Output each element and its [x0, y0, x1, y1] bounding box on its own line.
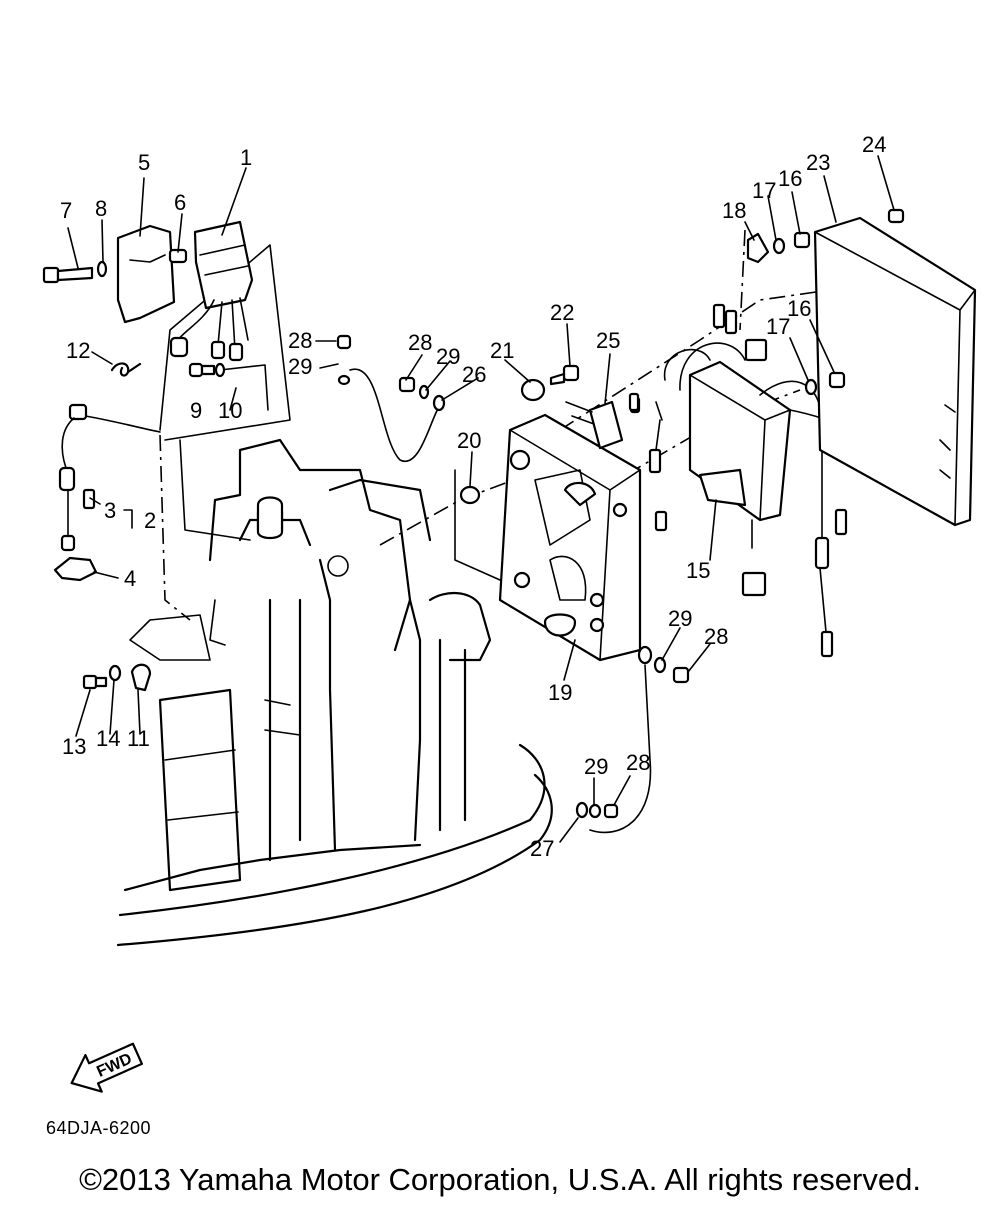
screw-9 — [188, 362, 216, 378]
callout-25: 25 — [596, 328, 620, 353]
fwd-arrow-icon: FWD — [70, 1042, 143, 1093]
callout-9: 9 — [190, 398, 202, 423]
washer-29a — [337, 374, 351, 386]
callout-15: 15 — [686, 558, 710, 583]
callout-11: 11 — [127, 726, 150, 751]
washer-29e — [637, 645, 653, 665]
callout-24: 24 — [862, 132, 886, 157]
callout-17b: 17 — [766, 314, 790, 339]
callout-13: 13 — [62, 734, 86, 759]
grommet-20 — [459, 485, 481, 505]
screw-16a — [793, 231, 811, 249]
callout-18: 18 — [722, 198, 746, 223]
callout-8: 8 — [95, 196, 107, 221]
bolt-7 — [42, 266, 94, 284]
screw-22 — [549, 364, 580, 386]
copyright-notice: ©2013 Yamaha Motor Corporation, U.S.A. A… — [79, 1162, 921, 1197]
holder-4 — [53, 556, 98, 582]
callout-21: 21 — [490, 338, 514, 363]
callout-5: 5 — [138, 150, 150, 175]
callout-28a: 28 — [288, 328, 312, 353]
bolt-28b — [398, 376, 416, 393]
callout-6: 6 — [174, 190, 186, 215]
bolt-28a — [336, 334, 352, 350]
callout-leaders — [67, 155, 895, 843]
nut-21 — [520, 378, 546, 402]
callout-29b: 29 — [436, 344, 460, 369]
washer-17a — [772, 237, 786, 255]
callout-3: 3 — [104, 498, 116, 523]
callout-22: 22 — [550, 300, 574, 325]
bolt-13 — [82, 674, 108, 690]
callout-23: 23 — [806, 150, 830, 175]
callout-20: 20 — [457, 428, 481, 453]
callout-12: 12 — [66, 338, 90, 363]
callout-16b: 16 — [787, 296, 811, 321]
callout-4: 4 — [124, 566, 136, 591]
callout-10: 10 — [218, 398, 242, 423]
washer-8 — [96, 260, 108, 278]
engine-block — [116, 438, 553, 947]
callout-17a: 17 — [752, 178, 776, 203]
callout-26: 26 — [462, 362, 486, 387]
screw-16b — [828, 371, 846, 389]
callout-29c: 29 — [668, 606, 692, 631]
callout-1: 1 — [240, 145, 252, 170]
cover-23 — [813, 216, 977, 527]
callout-7: 7 — [60, 198, 72, 223]
screw-24 — [887, 208, 905, 224]
washer-17b — [804, 378, 818, 396]
base-plate-19 — [498, 413, 642, 662]
callout-2: 2 — [144, 508, 156, 533]
diagram-code: 64DJA-6200 — [46, 1118, 152, 1138]
washer-29c — [653, 656, 667, 674]
washer-26 — [432, 394, 446, 412]
callout-16a: 16 — [778, 166, 802, 191]
callout-29d: 29 — [584, 754, 608, 779]
clamp-11 — [130, 663, 152, 692]
washer-29d — [588, 803, 602, 819]
clip-12 — [110, 362, 142, 377]
callout-28c: 28 — [704, 624, 728, 649]
washer-10 — [214, 362, 226, 378]
clamp-18 — [746, 232, 770, 264]
bolt-28c — [672, 666, 690, 684]
bracket-cover — [116, 224, 176, 324]
callout-19: 19 — [548, 680, 572, 705]
sensor-lead — [58, 403, 96, 552]
cdi-unit — [169, 220, 254, 362]
washer-27 — [575, 801, 589, 819]
callout-14: 14 — [96, 726, 120, 751]
rectifier-15 — [628, 303, 848, 658]
callout-28b: 28 — [408, 330, 432, 355]
callout-28d: 28 — [626, 750, 650, 775]
callout-27: 27 — [530, 836, 554, 861]
callout-29a: 29 — [288, 354, 312, 379]
callout-labels: 1 2 3 4 5 6 7 8 9 10 11 12 13 14 15 16 1… — [60, 132, 886, 861]
bolt-28d — [603, 803, 619, 819]
washer-14 — [108, 664, 122, 682]
